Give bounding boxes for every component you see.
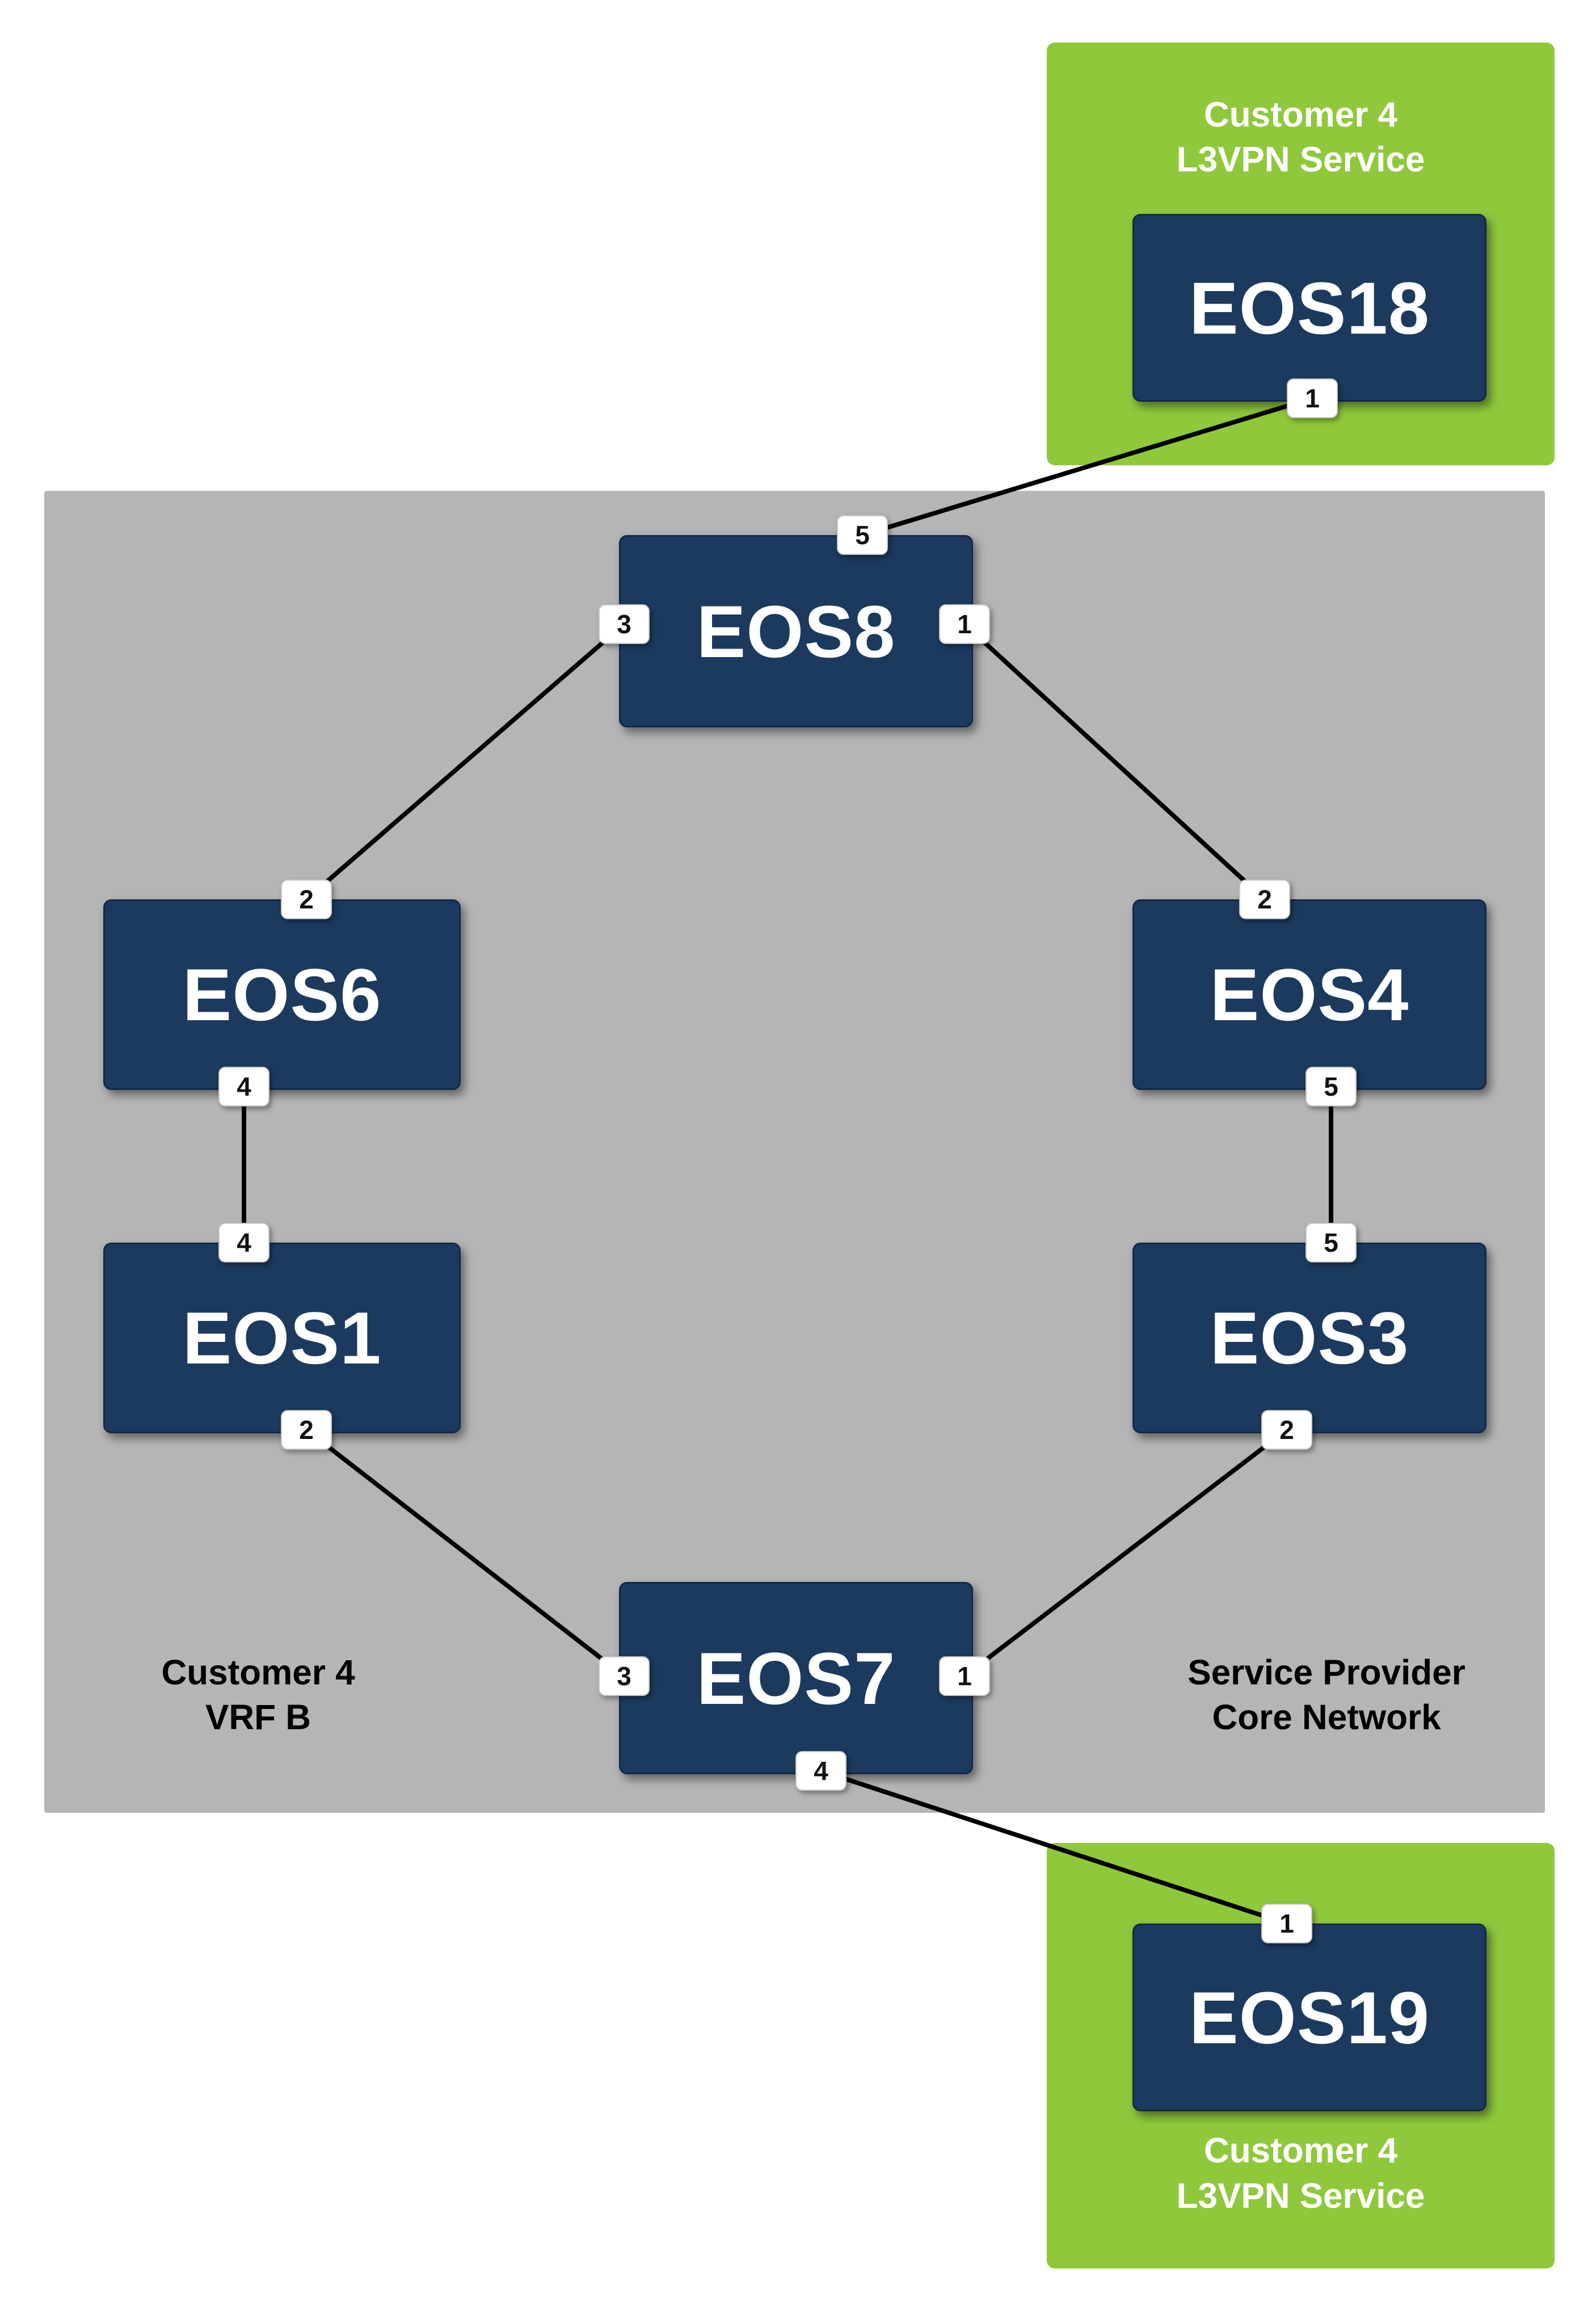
caption-customer4-vrf-b: Customer 4 VRF B (161, 1651, 355, 1741)
port-eos8-right: 1 (939, 604, 990, 644)
customer4-l3vpn-region-bottom-title: Customer 4 L3VPN Service (1047, 2128, 1555, 2219)
port-eos3-bottom-label: 2 (1279, 1415, 1294, 1445)
port-eos7-right: 1 (939, 1656, 990, 1696)
port-eos3-top-label: 5 (1324, 1228, 1338, 1257)
port-eos4-bottom-label: 5 (1324, 1072, 1338, 1101)
port-eos19-top: 1 (1261, 1904, 1312, 1943)
port-eos8-left: 3 (599, 604, 650, 644)
link-eos8-eos6 (304, 622, 626, 902)
node-eos19-label: EOS19 (1189, 1976, 1430, 2059)
node-eos18: EOS18 (1132, 214, 1486, 402)
port-eos1-top-label: 4 (237, 1228, 251, 1257)
port-eos7-left-label: 3 (617, 1661, 631, 1691)
port-eos1-top: 4 (218, 1223, 269, 1262)
port-eos7-bottom-label: 4 (814, 1756, 828, 1786)
customer4-l3vpn-region-top-title: Customer 4 L3VPN Service (1047, 92, 1555, 183)
port-eos6-bottom: 4 (218, 1067, 269, 1106)
node-eos1: EOS1 (103, 1243, 461, 1433)
port-eos8-right-label: 1 (957, 609, 972, 639)
link-eos7-eos19 (819, 1769, 1289, 1926)
node-eos7-label: EOS7 (696, 1636, 896, 1720)
port-eos6-top-label: 2 (299, 885, 314, 914)
node-eos1-label: EOS1 (182, 1297, 382, 1379)
port-eos7-left: 3 (599, 1656, 650, 1696)
port-eos18-bottom-label: 1 (1305, 384, 1320, 413)
port-eos4-top-label: 2 (1257, 885, 1272, 914)
region-title-line2: L3VPN Service (1176, 140, 1425, 180)
port-eos8-top: 5 (837, 515, 888, 555)
port-eos7-bottom: 4 (795, 1751, 847, 1791)
port-eos1-bottom: 2 (281, 1410, 332, 1450)
caption-line2: VRF B (205, 1698, 311, 1737)
link-eos1-eos7 (304, 1428, 626, 1678)
port-eos6-top: 2 (281, 879, 332, 919)
region-title-line1: Customer 4 (1203, 2131, 1398, 2171)
node-eos18-label: EOS18 (1189, 266, 1430, 350)
node-eos6: EOS6 (103, 899, 461, 1090)
region-title-line2: L3VPN Service (1176, 2176, 1425, 2216)
region-title-line1: Customer 4 (1203, 95, 1398, 134)
node-eos8: EOS8 (619, 535, 973, 727)
caption-line1: Service Provider (1187, 1653, 1466, 1693)
port-eos7-right-label: 1 (957, 1661, 972, 1691)
link-eos8-eos4 (962, 622, 1267, 902)
port-eos1-bottom-label: 2 (299, 1415, 314, 1445)
node-eos19: EOS19 (1132, 1924, 1486, 2111)
port-eos8-left-label: 3 (617, 609, 631, 639)
caption-service-provider-core: Service Provider Core Network (1187, 1651, 1465, 1741)
node-eos4-label: EOS4 (1210, 953, 1409, 1036)
caption-line2: Core Network (1212, 1698, 1441, 1737)
port-eos4-top: 2 (1239, 879, 1290, 919)
port-eos3-top: 5 (1306, 1223, 1357, 1262)
node-eos3: EOS3 (1132, 1243, 1486, 1433)
port-eos19-top-label: 1 (1279, 1909, 1294, 1938)
node-eos8-label: EOS8 (696, 590, 896, 673)
port-eos8-top-label: 5 (855, 520, 870, 550)
link-eos18-eos8 (860, 396, 1315, 537)
node-eos6-label: EOS6 (182, 953, 382, 1036)
node-eos7: EOS7 (619, 1582, 973, 1774)
port-eos4-bottom: 5 (1306, 1067, 1357, 1106)
port-eos18-bottom: 1 (1287, 378, 1338, 418)
port-eos6-bottom-label: 4 (237, 1072, 251, 1101)
node-eos3-label: EOS3 (1210, 1297, 1409, 1379)
link-eos3-eos7 (962, 1428, 1289, 1678)
port-eos3-bottom: 2 (1261, 1410, 1312, 1450)
caption-line1: Customer 4 (161, 1653, 355, 1693)
node-eos4: EOS4 (1132, 899, 1486, 1090)
